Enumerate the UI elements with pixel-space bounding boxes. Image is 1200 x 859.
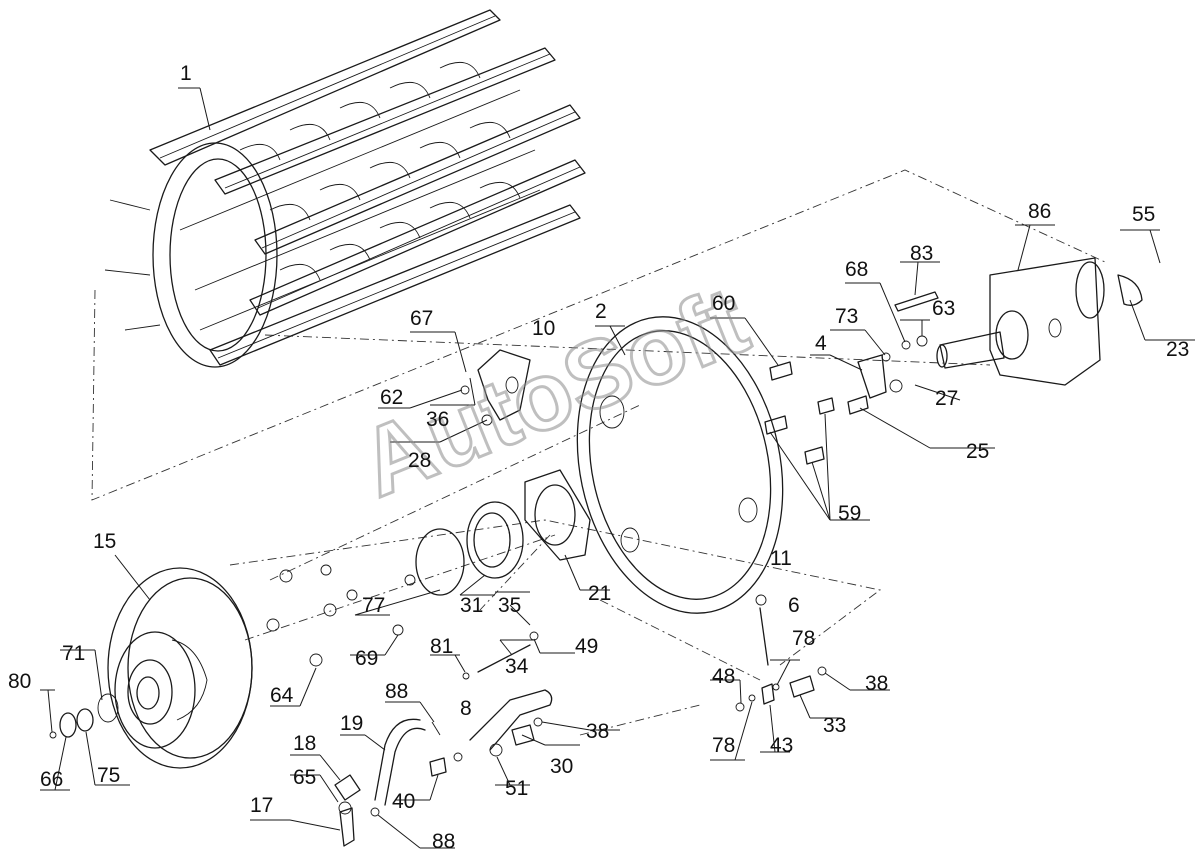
- label-49: 49: [575, 635, 598, 658]
- hoses-and-rods: [334, 607, 815, 847]
- label-68: 68: [845, 258, 868, 281]
- label-65: 65: [293, 766, 316, 789]
- label-51: 51: [505, 777, 528, 800]
- label-30: 30: [550, 755, 573, 778]
- label-4: 4: [815, 332, 827, 355]
- label-31: 31: [460, 594, 483, 617]
- clip: [1117, 274, 1143, 306]
- label-80: 80: [8, 670, 31, 693]
- label-67: 67: [410, 307, 433, 330]
- label-59: 59: [838, 502, 861, 525]
- label-28: 28: [408, 449, 431, 472]
- label-63: 63: [932, 297, 955, 320]
- label-77: 77: [362, 594, 385, 617]
- bolts: [764, 361, 869, 465]
- link-lever: [857, 354, 887, 399]
- fasteners: [49, 335, 928, 762]
- label-33: 33: [823, 714, 846, 737]
- label-83: 83: [910, 242, 933, 265]
- part-labels: 1 2 4 6 8 10 11 15 17 18 19 21 23 25 27 …: [8, 62, 1189, 853]
- label-43: 43: [770, 734, 793, 757]
- label-25: 25: [966, 440, 989, 463]
- label-2: 2: [595, 300, 607, 323]
- label-38-a: 38: [865, 672, 888, 695]
- label-8: 8: [460, 697, 472, 720]
- label-69: 69: [355, 647, 378, 670]
- bearing-and-ring: [415, 501, 524, 596]
- label-78-a: 78: [792, 627, 815, 650]
- label-34: 34: [505, 655, 529, 678]
- label-66: 66: [40, 768, 63, 791]
- label-62: 62: [380, 386, 403, 409]
- label-88-a: 88: [385, 680, 408, 703]
- label-88-b: 88: [432, 830, 455, 853]
- label-86: 86: [1028, 200, 1051, 223]
- label-18: 18: [293, 732, 316, 755]
- label-21: 21: [588, 582, 611, 605]
- label-35: 35: [498, 594, 521, 617]
- label-15: 15: [93, 530, 116, 553]
- label-55: 55: [1132, 203, 1155, 226]
- leader-lines: [40, 87, 1195, 849]
- label-27: 27: [935, 387, 958, 410]
- watermark: AutoSoft: [346, 266, 762, 517]
- label-10: 10: [532, 317, 555, 340]
- label-17: 17: [250, 794, 273, 817]
- label-81: 81: [430, 635, 453, 658]
- label-75: 75: [97, 764, 120, 787]
- label-19: 19: [340, 712, 363, 735]
- pulley-sheave: [107, 567, 253, 769]
- pin: [894, 291, 939, 312]
- threshing-drum: [104, 9, 586, 368]
- bearing-flange: [524, 469, 591, 561]
- label-78-b: 78: [712, 734, 735, 757]
- label-48: 48: [712, 665, 735, 688]
- label-40: 40: [392, 790, 415, 813]
- label-38-b: 38: [586, 720, 609, 743]
- label-71: 71: [62, 642, 85, 665]
- label-73: 73: [835, 305, 858, 328]
- bracket: [477, 349, 531, 421]
- label-64: 64: [270, 684, 294, 707]
- label-36: 36: [426, 408, 449, 431]
- gearbox: [936, 257, 1105, 386]
- assembly-axes: [91, 169, 1106, 736]
- label-11: 11: [770, 547, 792, 570]
- label-23: 23: [1166, 338, 1189, 361]
- label-60: 60: [712, 292, 735, 315]
- label-6: 6: [788, 594, 800, 617]
- label-1: 1: [180, 62, 192, 85]
